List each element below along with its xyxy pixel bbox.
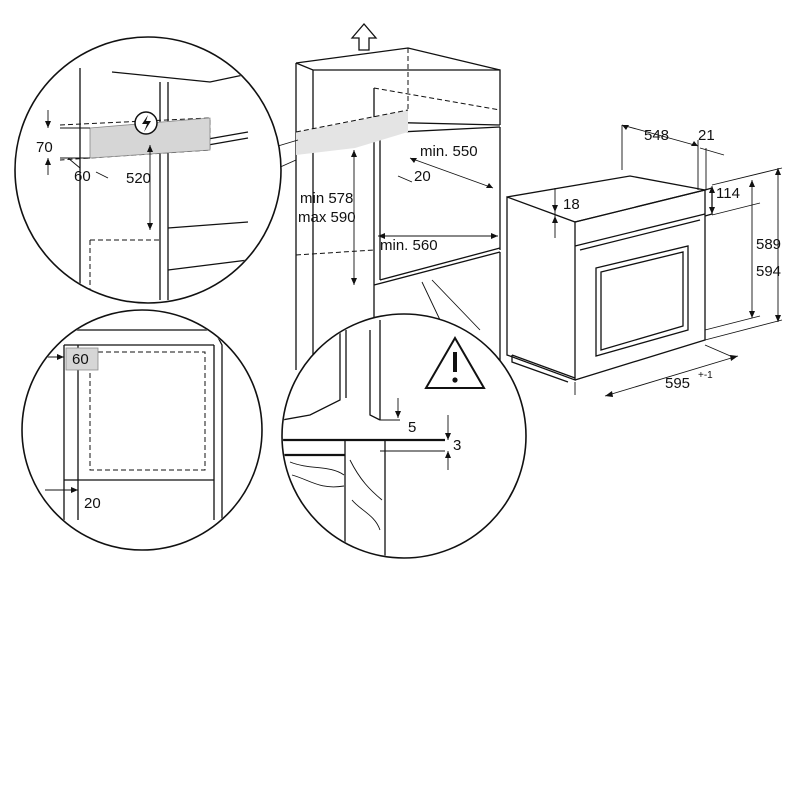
detail-circle-bottom: 60 20 <box>21 309 263 551</box>
detail-circle-electric: 70 60 520 <box>14 36 299 304</box>
dim-min-560: min. 560 <box>380 237 438 254</box>
up-arrow-icon <box>350 23 378 51</box>
dim-60-top: 60 <box>74 168 91 185</box>
cabinet-housing <box>295 47 501 380</box>
dim-70: 70 <box>36 139 53 156</box>
cabinet-dimensions: min 578 max 590 min. 550 20 min. 560 <box>298 143 498 285</box>
detail-circle-gap: 5 3 <box>281 279 527 559</box>
dim-min-550: min. 550 <box>420 143 478 160</box>
oven-unit <box>506 175 713 383</box>
dim-20-bottom-detail: 20 <box>84 495 101 512</box>
dim-max-590: max 590 <box>298 209 356 226</box>
dim-18: 18 <box>563 196 580 213</box>
dim-114: 114 <box>716 185 740 202</box>
dim-21: 21 <box>698 127 715 144</box>
electric-connection-icon <box>134 111 158 135</box>
dim-60-bottom-detail: 60 <box>72 351 89 368</box>
dim-520: 520 <box>126 170 151 187</box>
oven-dimensions: 548 21 18 114 589 594 595 +-1 <box>552 124 783 397</box>
dim-3: 3 <box>453 437 461 454</box>
dim-595: 595 <box>665 375 690 392</box>
dim-594: 594 <box>756 263 781 280</box>
dim-20-cabinet: 20 <box>414 168 431 185</box>
warning-triangle-icon <box>424 336 486 389</box>
dim-589: 589 <box>756 236 781 253</box>
dim-5: 5 <box>408 419 416 436</box>
dim-548: 548 <box>644 127 669 144</box>
dim-595-tolerance: +-1 <box>698 370 713 381</box>
dim-min-578: min 578 <box>300 190 353 207</box>
